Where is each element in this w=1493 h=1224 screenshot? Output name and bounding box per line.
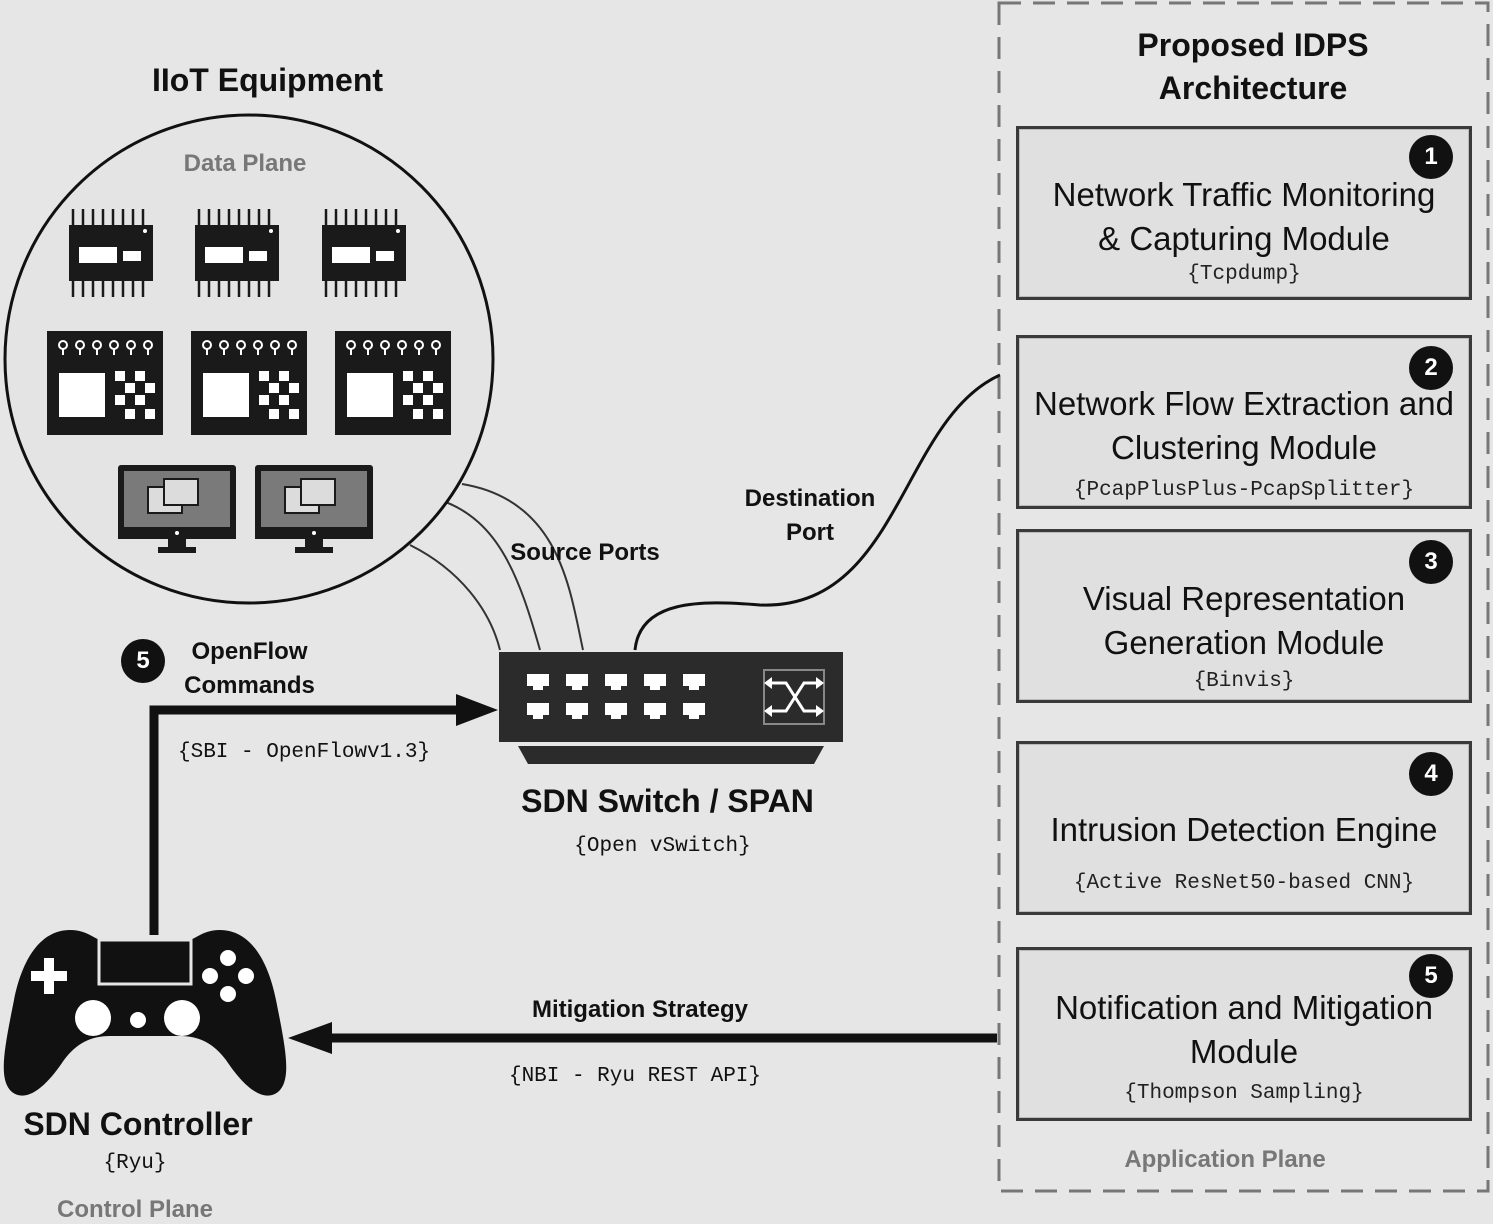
mitigation-arrowhead [288,1022,332,1054]
module-5-title-line1: Notification and Mitigation [1055,989,1433,1026]
data-plane-label: Data Plane [183,150,307,177]
module-2-title-line2: Clustering Module [1111,429,1377,466]
module-2-title-line1: Network Flow Extraction and [1034,385,1454,422]
nbi-interface-label: {NBI - Ryu REST API} [508,1065,762,1088]
iiot-equipment-title: IIoT Equipment [151,62,384,98]
module-1-box: 1 Network Traffic Monitoring & Capturing… [1016,126,1472,300]
module-5-number-badge: 5 [1409,954,1453,998]
sdn-controller-tool: {Ryu} [103,1152,167,1175]
openflow-commands-label: OpenFlow Commands [172,635,327,703]
module-1-tool: {Tcpdump} [1187,263,1301,286]
sdn-switch-title: SDN Switch / SPAN [521,783,814,819]
module-3-box: 3 Visual Representation Generation Modul… [1016,529,1472,703]
openflow-label-line2: Commands [184,672,315,699]
openflow-step-badge: 5 [136,647,150,674]
module-2-box: 2 Network Flow Extraction and Clustering… [1016,335,1472,509]
openflow-label-line1: OpenFlow [191,638,308,665]
destination-port-label-line1: Destination [744,485,876,512]
plc-device-icon [46,330,164,436]
module-2-tool: {PcapPlusPlus-PcapSplitter} [1073,479,1415,502]
module-3-title-line2: Generation Module [1103,624,1385,661]
sdn-controller-gamepad-icon [3,930,287,1096]
mitigation-strategy-label: Mitigation Strategy [531,996,748,1023]
application-plane-label: Application Plane [1124,1146,1326,1173]
sdn-switch-tool: {Open vSwitch} [574,835,751,858]
plc-device-icon [190,330,308,436]
openflow-step-badge-circle [121,639,165,683]
openflow-arrow [149,705,458,935]
control-plane-label: Control Plane [56,1196,213,1223]
module-5-tool: {Thompson Sampling} [1124,1082,1364,1105]
module-1-title-line1: Network Traffic Monitoring [1052,176,1436,213]
source-port-cables [409,483,584,651]
module-5-title-line2: Module [1189,1033,1299,1070]
architecture-title-line2: Architecture [1158,70,1348,106]
module-2-number-badge: 2 [1409,346,1453,390]
module-3-title-line1: Visual Representation [1082,580,1406,617]
module-3-number-badge: 3 [1409,540,1453,584]
module-3-tool: {Binvis} [1193,670,1295,693]
destination-port-cable [633,373,1001,651]
sbi-interface-label: {SBI - OpenFlowv1.3} [178,741,431,764]
module-4-number-badge: 4 [1409,752,1453,796]
architecture-title-line1: Proposed IDPS [1137,27,1369,63]
sdn-controller-title: SDN Controller [23,1106,253,1142]
openflow-arrowhead [456,694,498,726]
destination-port-label: Destination Port [720,482,900,550]
module-4-title: Intrusion Detection Engine [1050,811,1438,848]
sdn-switch-icon [499,652,843,764]
destination-port-label-line2: Port [786,519,834,546]
module-4-tool: {Active ResNet50-based CNN} [1073,872,1415,895]
source-ports-label: Source Ports [510,539,660,566]
module-4-box: 4 Intrusion Detection Engine {Active Res… [1016,741,1472,915]
module-1-number-badge: 1 [1409,135,1453,179]
module-1-title-line2: & Capturing Module [1098,220,1390,257]
module-5-box: 5 Notification and Mitigation Module {Th… [1016,947,1472,1121]
architecture-title: Proposed IDPS Architecture [1060,24,1446,110]
application-plane-frame [997,1,1490,1193]
plc-device-icon [334,330,452,436]
